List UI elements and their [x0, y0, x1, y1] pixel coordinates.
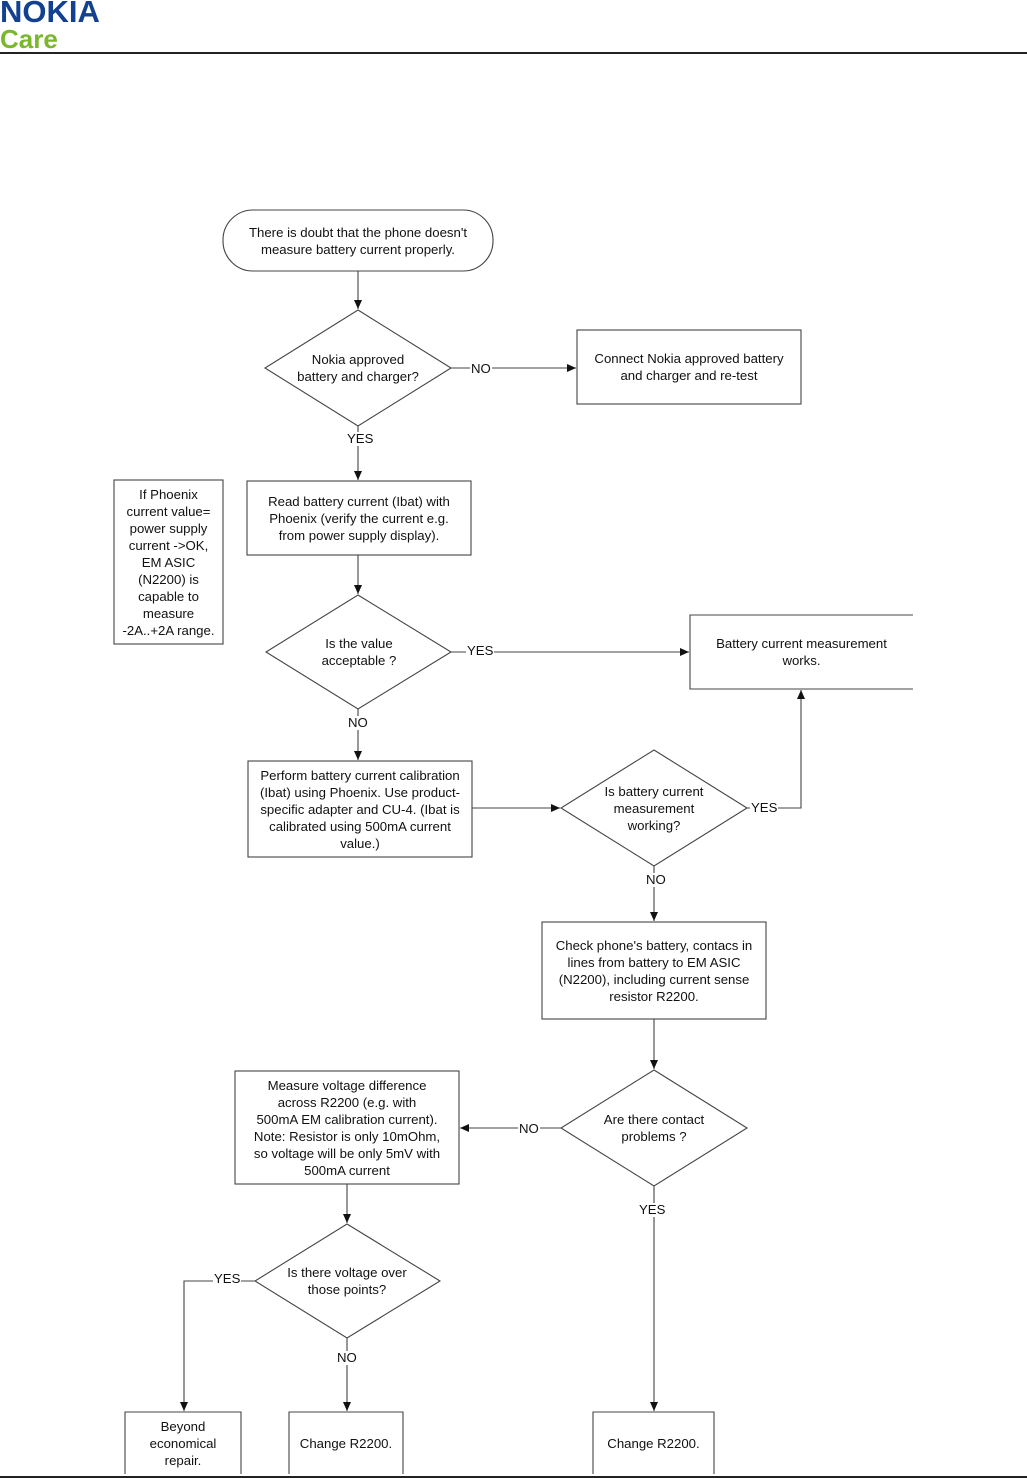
change-r2200-box-left: Change R2200. [299, 1435, 393, 1451]
label-working-yes: YES [750, 800, 779, 815]
label-acceptable-yes: YES [466, 643, 495, 658]
label-voltage-no: NO [336, 1350, 358, 1365]
measure-voltage-shape [234, 1070, 460, 1185]
edge-working-yes [747, 690, 805, 809]
calibration-shape [247, 760, 473, 858]
change-r2200-box-right: Change R2200. [607, 1435, 700, 1451]
decision-approved: Nokia approved battery and charger? [297, 352, 419, 384]
label-approved-yes: YES [346, 431, 375, 446]
note-phoenix-shape [113, 479, 224, 645]
connect-approved-box: Connect Nokia approved battery and charg… [594, 351, 784, 383]
check-battery-box: Check phone's battery, contacs in lines … [555, 937, 753, 1004]
works-shape [689, 614, 913, 690]
decision-acceptable: Is the value acceptable ? [321, 636, 397, 668]
header-divider [0, 52, 1027, 54]
works-box: Battery current measurement works. [716, 636, 887, 668]
label-approved-no: NO [470, 361, 492, 376]
beyond-repair-box: Beyond economical repair. [149, 1418, 217, 1468]
calibration-box: Perform battery current calibration (Iba… [259, 767, 461, 851]
decision-working: Is battery current measurement working? [604, 783, 704, 833]
read-current-box: Read battery current (Ibat) with Phoenix… [268, 493, 450, 543]
logo-brand-text: NOKIA [0, 0, 100, 29]
label-contact-no: NO [518, 1121, 540, 1136]
label-voltage-yes: YES [213, 1271, 242, 1286]
beyond-shape [124, 1411, 242, 1474]
change-2-shape [592, 1411, 715, 1474]
measure-voltage-box: Measure voltage difference across R2200 … [253, 1077, 441, 1178]
label-working-no: NO [645, 872, 667, 887]
note-phoenix: If Phoenix current value= power supply c… [122, 486, 215, 638]
footer-divider [0, 1476, 1027, 1478]
decision-voltage: Is there voltage over those points? [287, 1265, 407, 1297]
decision-contact: Are there contact problems ? [603, 1112, 705, 1144]
start-terminator: There is doubt that the phone doesn't me… [248, 224, 468, 257]
change-1-shape [288, 1411, 404, 1474]
edge-voltage-yes [180, 1280, 255, 1411]
logo-product-text: Care [0, 24, 58, 54]
label-contact-yes: YES [638, 1202, 667, 1217]
check-battery-shape [541, 921, 767, 1020]
read-current-shape [246, 480, 472, 556]
label-acceptable-no: NO [347, 715, 369, 730]
connect-approved-shape [576, 329, 802, 405]
